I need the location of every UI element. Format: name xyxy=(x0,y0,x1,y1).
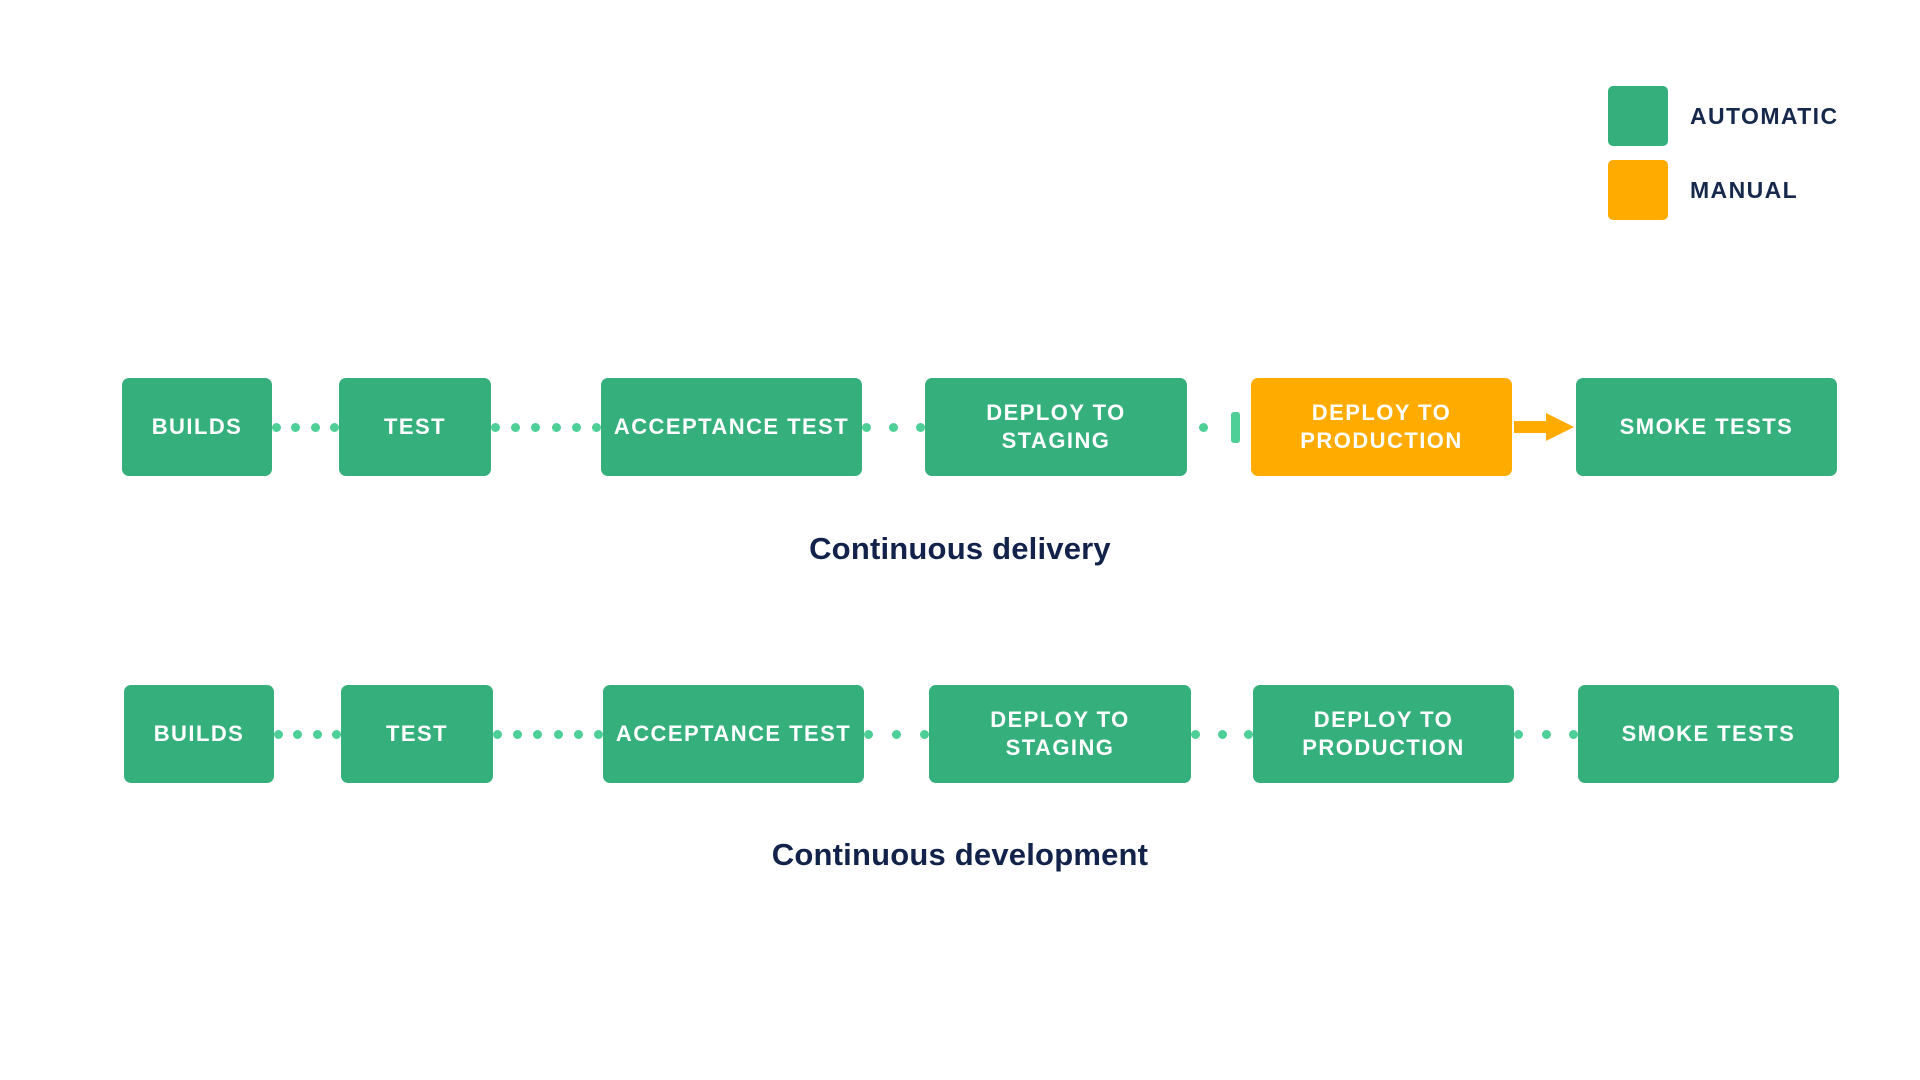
pipeline-track: BUILDS TEST ACCEPTANCE TEST DEPLOY TO STAGI… xyxy=(0,378,1920,476)
connector-dot xyxy=(1514,729,1523,739)
stage-smoke-tests[interactable]: SMOKE TESTS xyxy=(1578,685,1839,783)
pipeline-caption-continuous-development: Continuous development xyxy=(771,837,1149,872)
stage-smoke-tests[interactable]: SMOKE TESTS xyxy=(1576,378,1837,476)
legend-item-manual: MANUAL xyxy=(1608,160,1838,220)
connector-dot xyxy=(571,422,581,432)
connector-dot xyxy=(1191,729,1200,739)
stage-builds[interactable]: BUILDS xyxy=(122,378,272,476)
connector-dot xyxy=(291,422,301,432)
stage-acceptance-test[interactable]: ACCEPTANCE TEST xyxy=(603,685,864,783)
connector-dot xyxy=(331,729,341,739)
green-square-swatch xyxy=(1608,86,1668,146)
stage-label: DEPLOY TO PRODUCTION xyxy=(1302,706,1465,760)
stage-label: ACCEPTANCE TEST xyxy=(615,720,852,746)
connector-dot xyxy=(513,729,523,739)
connector-dotted-test-to-acceptance-test xyxy=(491,378,601,476)
stage-label: TEST xyxy=(385,720,449,746)
connector-dot xyxy=(1541,729,1551,739)
connector-dot xyxy=(593,729,603,739)
connector-dot xyxy=(531,422,541,432)
connector-dotted-test-to-acceptance-test xyxy=(493,685,603,783)
connector-dot xyxy=(916,422,925,432)
connector-bar xyxy=(1230,411,1240,443)
connector-dot xyxy=(272,422,281,432)
connector-dot xyxy=(892,729,901,739)
pipeline-track: BUILDS TEST ACCEPTANCE TEST DEPLOY TO STAGI… xyxy=(0,685,1920,783)
stage-label: ACCEPTANCE TEST xyxy=(613,413,850,439)
legend-item-label: AUTOMATIC xyxy=(1690,102,1839,129)
connector-dot xyxy=(1217,729,1227,739)
connector-dot xyxy=(329,422,339,432)
connector-dot xyxy=(573,729,583,739)
arrow-right-icon xyxy=(1514,413,1574,441)
legend: AUTOMATIC MANUAL xyxy=(1608,86,1838,220)
stage-label: BUILDS xyxy=(153,720,245,746)
connector-dot xyxy=(533,729,543,739)
orange-square-swatch xyxy=(1608,160,1668,220)
connector-dot xyxy=(862,422,871,432)
legend-item-automatic: AUTOMATIC xyxy=(1608,86,1838,146)
stage-label: DEPLOY TO STAGING xyxy=(986,399,1126,453)
connector-dotted-acceptance-test-to-deploy-to-staging xyxy=(862,378,925,476)
legend-item-label: MANUAL xyxy=(1690,176,1799,203)
pipeline-caption-continuous-delivery: Continuous delivery xyxy=(809,531,1111,566)
stage-label: TEST xyxy=(383,413,447,439)
connector-dot xyxy=(551,422,561,432)
connector-dotted-deploy-to-staging-to-deploy-to-production xyxy=(1191,685,1253,783)
connector-dot xyxy=(491,422,500,432)
stage-deploy-to-staging[interactable]: DEPLOY TO STAGING xyxy=(929,685,1191,783)
pipeline-continuous-development: BUILDS TEST ACCEPTANCE TEST DEPLOY TO STAGI… xyxy=(0,685,1920,783)
connector-dot xyxy=(274,729,283,739)
connector-arrow-deploy-to-production-to-smoke-tests xyxy=(1512,378,1576,476)
connector-dotted-builds-to-test xyxy=(272,378,339,476)
connector-dot xyxy=(889,422,898,432)
stage-label: SMOKE TESTS xyxy=(1619,413,1794,439)
connector-dot xyxy=(312,729,322,739)
connector-dot xyxy=(920,729,929,739)
connector-dot xyxy=(310,422,320,432)
stage-test[interactable]: TEST xyxy=(339,378,491,476)
connector-dot xyxy=(1244,729,1253,739)
connector-dot xyxy=(293,729,303,739)
stage-acceptance-test[interactable]: ACCEPTANCE TEST xyxy=(601,378,862,476)
stage-label: BUILDS xyxy=(151,413,243,439)
stage-test[interactable]: TEST xyxy=(341,685,493,783)
stage-deploy-to-production[interactable]: DEPLOY TO PRODUCTION xyxy=(1251,378,1512,476)
stage-label: SMOKE TESTS xyxy=(1621,720,1796,746)
stage-deploy-to-production[interactable]: DEPLOY TO PRODUCTION xyxy=(1253,685,1514,783)
connector-dot xyxy=(1569,729,1578,739)
stage-builds[interactable]: BUILDS xyxy=(124,685,274,783)
pipeline-continuous-delivery: BUILDS TEST ACCEPTANCE TEST DEPLOY TO STAGI… xyxy=(0,378,1920,476)
connector-dot xyxy=(493,729,502,739)
connector-dot xyxy=(591,422,601,432)
stage-label: DEPLOY TO PRODUCTION xyxy=(1300,399,1463,453)
stage-deploy-to-staging[interactable]: DEPLOY TO STAGING xyxy=(925,378,1187,476)
connector-dot xyxy=(553,729,563,739)
connector-dotted-acceptance-test-to-deploy-to-staging xyxy=(864,685,929,783)
connector-dot xyxy=(1198,422,1208,432)
stage-label: DEPLOY TO STAGING xyxy=(990,706,1130,760)
connector-dotted-builds-to-test xyxy=(274,685,341,783)
connector-dotted-deploy-to-production-to-smoke-tests xyxy=(1514,685,1578,783)
connector-dot xyxy=(511,422,521,432)
connector-dot xyxy=(864,729,873,739)
connector-dotted-deploy-to-staging-to-deploy-to-production xyxy=(1187,378,1251,476)
